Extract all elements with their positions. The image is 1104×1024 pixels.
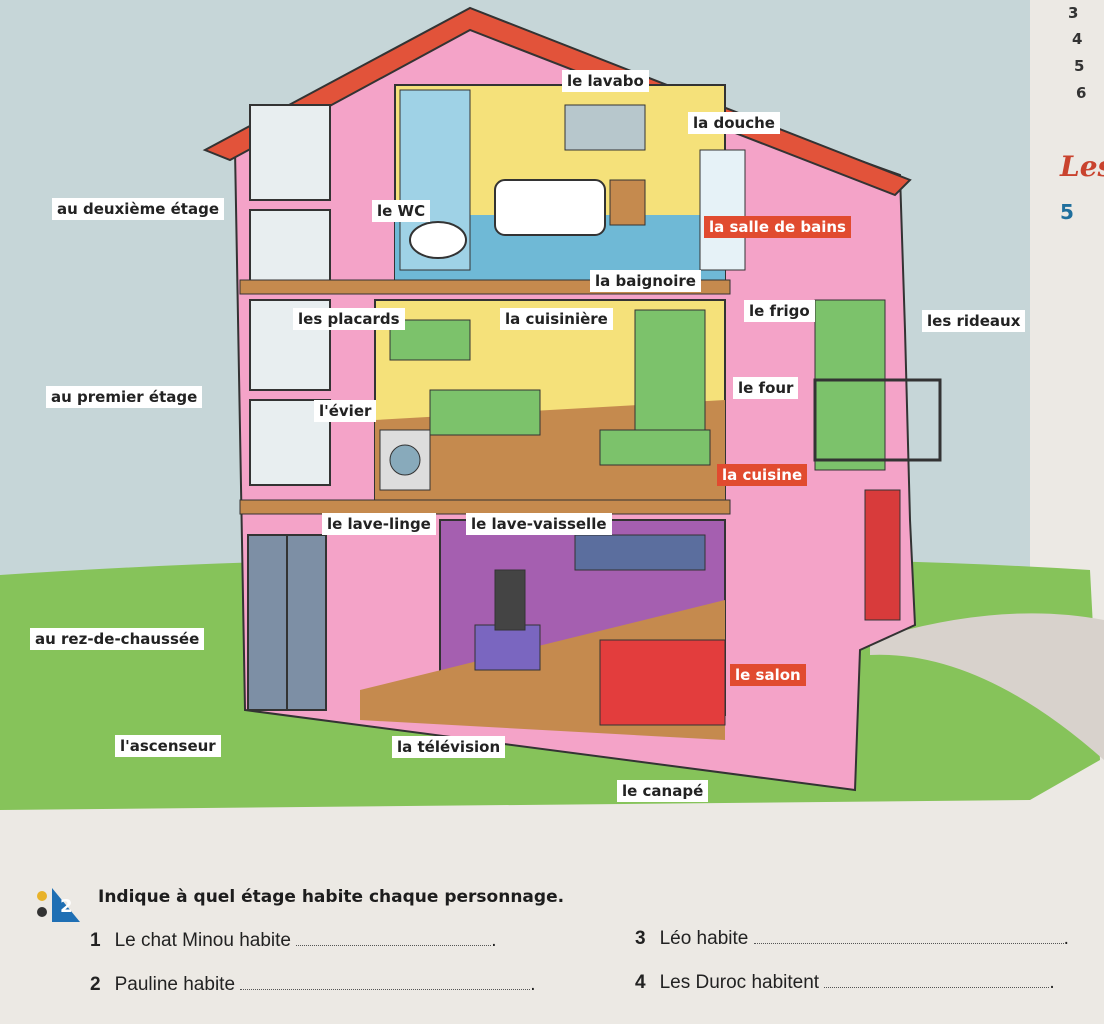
label-canape: le canapé (617, 780, 709, 802)
label-lave-vaisselle: le lave-vaisselle (466, 513, 612, 535)
floor-label-second: au deuxième étage (52, 198, 225, 220)
path-stones (870, 613, 1104, 760)
floor-label-ground: au rez-de-chaussée (30, 628, 205, 650)
label-placards: les placards (293, 308, 405, 330)
label-cuisiniere: la cuisinière (500, 308, 613, 330)
item-text: Le chat Minou habite (114, 930, 291, 951)
exercise-item: 1 Le chat Minou habite . (90, 930, 497, 952)
answer-blank[interactable] (753, 943, 1064, 944)
label-lavabo: le lavabo (562, 70, 649, 92)
label-four: le four (733, 377, 799, 399)
label-rideaux: les rideaux (922, 310, 1026, 332)
answer-blank[interactable] (296, 945, 492, 946)
floor-label-first: au premier étage (46, 386, 203, 408)
margin-number: 5 (1074, 57, 1085, 75)
item-end: . (530, 974, 536, 995)
item-end: . (1063, 928, 1069, 949)
label-ascenseur: l'ascenseur (115, 735, 221, 757)
exercise-item: 2 Pauline habite . (90, 974, 536, 996)
margin-number: 4 (1072, 30, 1083, 48)
exercise-item: 3 Léo habite . (635, 928, 1069, 950)
exercise-instruction: Indique à quel étage habite chaque perso… (98, 887, 565, 907)
item-number: 3 (635, 928, 646, 949)
label-television: la télévision (392, 736, 506, 758)
label-wc: le WC (372, 200, 431, 222)
house-illustration (0, 0, 1104, 810)
label-frigo: le frigo (744, 300, 815, 322)
exercise-section: 2 Indique à quel étage habite chaque per… (0, 860, 1104, 1024)
item-text: Les Duroc habitent (659, 972, 820, 993)
item-text: Léo habite (659, 928, 749, 949)
answer-blank[interactable] (240, 989, 531, 990)
item-end: . (491, 930, 497, 951)
margin-sub-number: 5 (1060, 200, 1074, 224)
margin-heading: Les (1060, 150, 1104, 183)
item-text: Pauline habite (114, 974, 236, 995)
label-douche: la douche (688, 112, 780, 134)
item-number: 4 (635, 972, 646, 993)
label-lave-linge: le lave-linge (322, 513, 436, 535)
item-number: 1 (90, 930, 101, 951)
exercise-badge: 2 (32, 888, 92, 927)
exercise-number: 2 (60, 896, 73, 917)
margin-number: 3 (1068, 4, 1079, 22)
roof (202, 6, 912, 197)
margin-number: 6 (1076, 84, 1087, 102)
exercise-item: 4 Les Duroc habitent . (635, 972, 1055, 994)
exercise-badge-icon (37, 888, 80, 922)
answer-blank[interactable] (824, 987, 1050, 988)
label-salle-de-bains: la salle de bains (704, 216, 851, 238)
item-end: . (1049, 972, 1055, 993)
item-number: 2 (90, 974, 101, 995)
label-salon: le salon (730, 664, 806, 686)
label-evier: l'évier (314, 400, 377, 422)
label-cuisine: la cuisine (717, 464, 808, 486)
label-baignoire: la baignoire (590, 270, 701, 292)
